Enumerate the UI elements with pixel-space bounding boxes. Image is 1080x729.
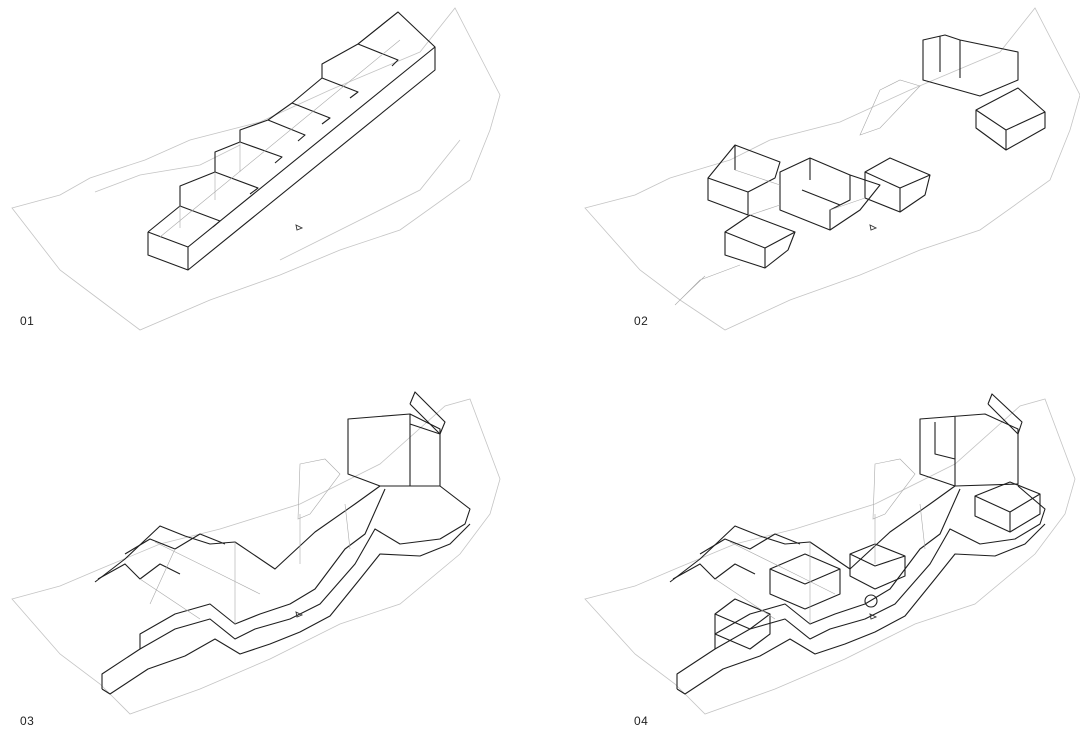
site-inner-path [872, 458, 916, 520]
axonometric-drawing-03 [11, 391, 501, 715]
west-cluster [707, 144, 781, 216]
upper-spine-arm [987, 393, 1023, 435]
panel-label: 04 [634, 714, 649, 728]
southwest-block [724, 214, 796, 269]
site-boundary [584, 7, 1080, 331]
upper-block [347, 413, 441, 487]
diagram-panel-02: 02 [540, 0, 1080, 364]
bar-stepped-units [147, 11, 399, 233]
east-small-block [864, 157, 931, 213]
upper-spine-arm [409, 391, 446, 435]
cluster-hidden-lines [734, 169, 866, 216]
folded-roof-west [672, 533, 801, 580]
site-boundary [11, 398, 501, 715]
entry-marker [295, 224, 304, 231]
panel-label: 02 [634, 314, 649, 328]
north-block [922, 34, 1019, 97]
axonometric-drawing-01 [11, 7, 501, 331]
site-inner-path [297, 458, 341, 520]
panel-label: 01 [20, 314, 35, 328]
entry-marker [869, 224, 878, 231]
bar-massing-top [147, 46, 436, 270]
diagram-panel-03: 03 [0, 364, 540, 728]
site-boundary [584, 398, 1076, 715]
northeast-block [975, 87, 1046, 151]
bar-massing-front [147, 11, 436, 271]
site-path [674, 79, 921, 306]
ribbon-hidden-lines [714, 503, 926, 624]
entry-marker [295, 611, 304, 618]
circulation-ribbon-upper [669, 485, 1046, 650]
inserted-rooms [714, 543, 906, 650]
circulation-ribbon-upper [94, 485, 471, 650]
bar-hidden-lines [159, 39, 401, 238]
folded-roof-west [97, 533, 226, 580]
east-wing [974, 481, 1041, 533]
axonometric-drawing-04 [584, 393, 1076, 715]
site-inner-line [94, 139, 461, 261]
entry-marker [869, 613, 878, 620]
central-blocks [779, 157, 881, 231]
axonometric-drawing-02 [584, 7, 1080, 331]
diagram-panel-01: 01 [0, 0, 540, 364]
ribbon-hidden-lines [139, 503, 351, 624]
diagram-panel-04: 04 [540, 364, 1080, 728]
round-opening [864, 594, 878, 608]
panel-label: 03 [20, 714, 35, 728]
site-boundary [11, 7, 501, 331]
upper-block [919, 413, 1019, 487]
